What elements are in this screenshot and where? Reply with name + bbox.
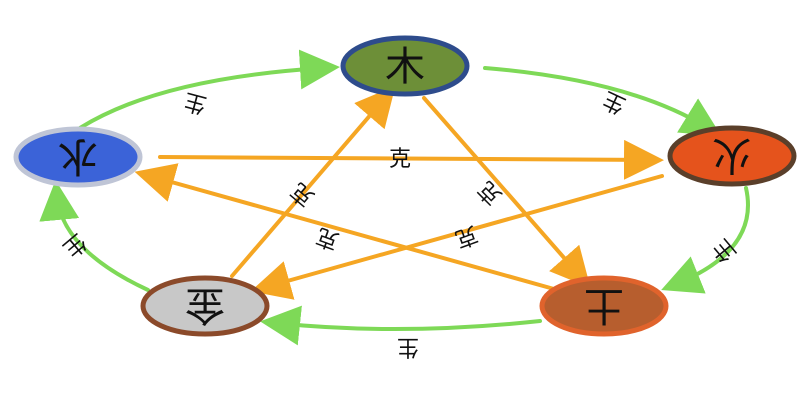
ke-label-upper-right: 克 bbox=[474, 176, 507, 209]
node-water-label: 水 bbox=[58, 133, 98, 179]
sheng-label-top-left: 生 bbox=[181, 87, 209, 117]
ke-arrow-metal-to-wood bbox=[230, 85, 396, 278]
node-earth-label: 土 bbox=[584, 282, 624, 328]
ke-label-lower-right: 克 bbox=[452, 221, 481, 252]
ke-arrow-earth-to-water bbox=[134, 163, 556, 291]
ke-arrow-fire-to-metal bbox=[250, 174, 664, 300]
sheng-arrow-water-to-wood bbox=[78, 49, 340, 130]
overcoming-cycle bbox=[134, 85, 664, 300]
ke-arrow-wood-to-earth bbox=[422, 96, 591, 289]
sheng-arrow-earth-to-metal bbox=[260, 305, 542, 346]
node-earth: 土 bbox=[539, 275, 669, 337]
sheng-arrow-wood-to-fire bbox=[483, 66, 722, 137]
ke-arrow-water-to-fire bbox=[158, 139, 664, 180]
node-metal-label: 金 bbox=[185, 282, 225, 328]
node-fire-shape bbox=[667, 125, 797, 187]
node-metal: 金 bbox=[140, 275, 270, 337]
node-earth-shape bbox=[539, 275, 669, 337]
node-fire-label: 火 bbox=[712, 132, 752, 178]
node-wood: 木 bbox=[340, 35, 470, 97]
node-water: 水 bbox=[13, 126, 143, 188]
sheng-arrow-metal-to-water bbox=[39, 180, 150, 292]
ke-label-horizontal: 克 bbox=[389, 147, 411, 172]
node-wood-shape bbox=[340, 35, 470, 97]
sheng-arrow-fire-to-earth bbox=[661, 186, 750, 294]
node-wood-label: 木 bbox=[385, 44, 425, 90]
sheng-label-left: 生 bbox=[58, 228, 91, 261]
ke-labels: 克 克 克 克 克 bbox=[286, 147, 507, 254]
node-metal-shape bbox=[140, 275, 270, 337]
generating-cycle bbox=[39, 49, 750, 346]
node-fire: 火 bbox=[667, 125, 797, 187]
sheng-label-bottom: 生 bbox=[397, 334, 419, 359]
node-water-shape bbox=[13, 126, 143, 188]
